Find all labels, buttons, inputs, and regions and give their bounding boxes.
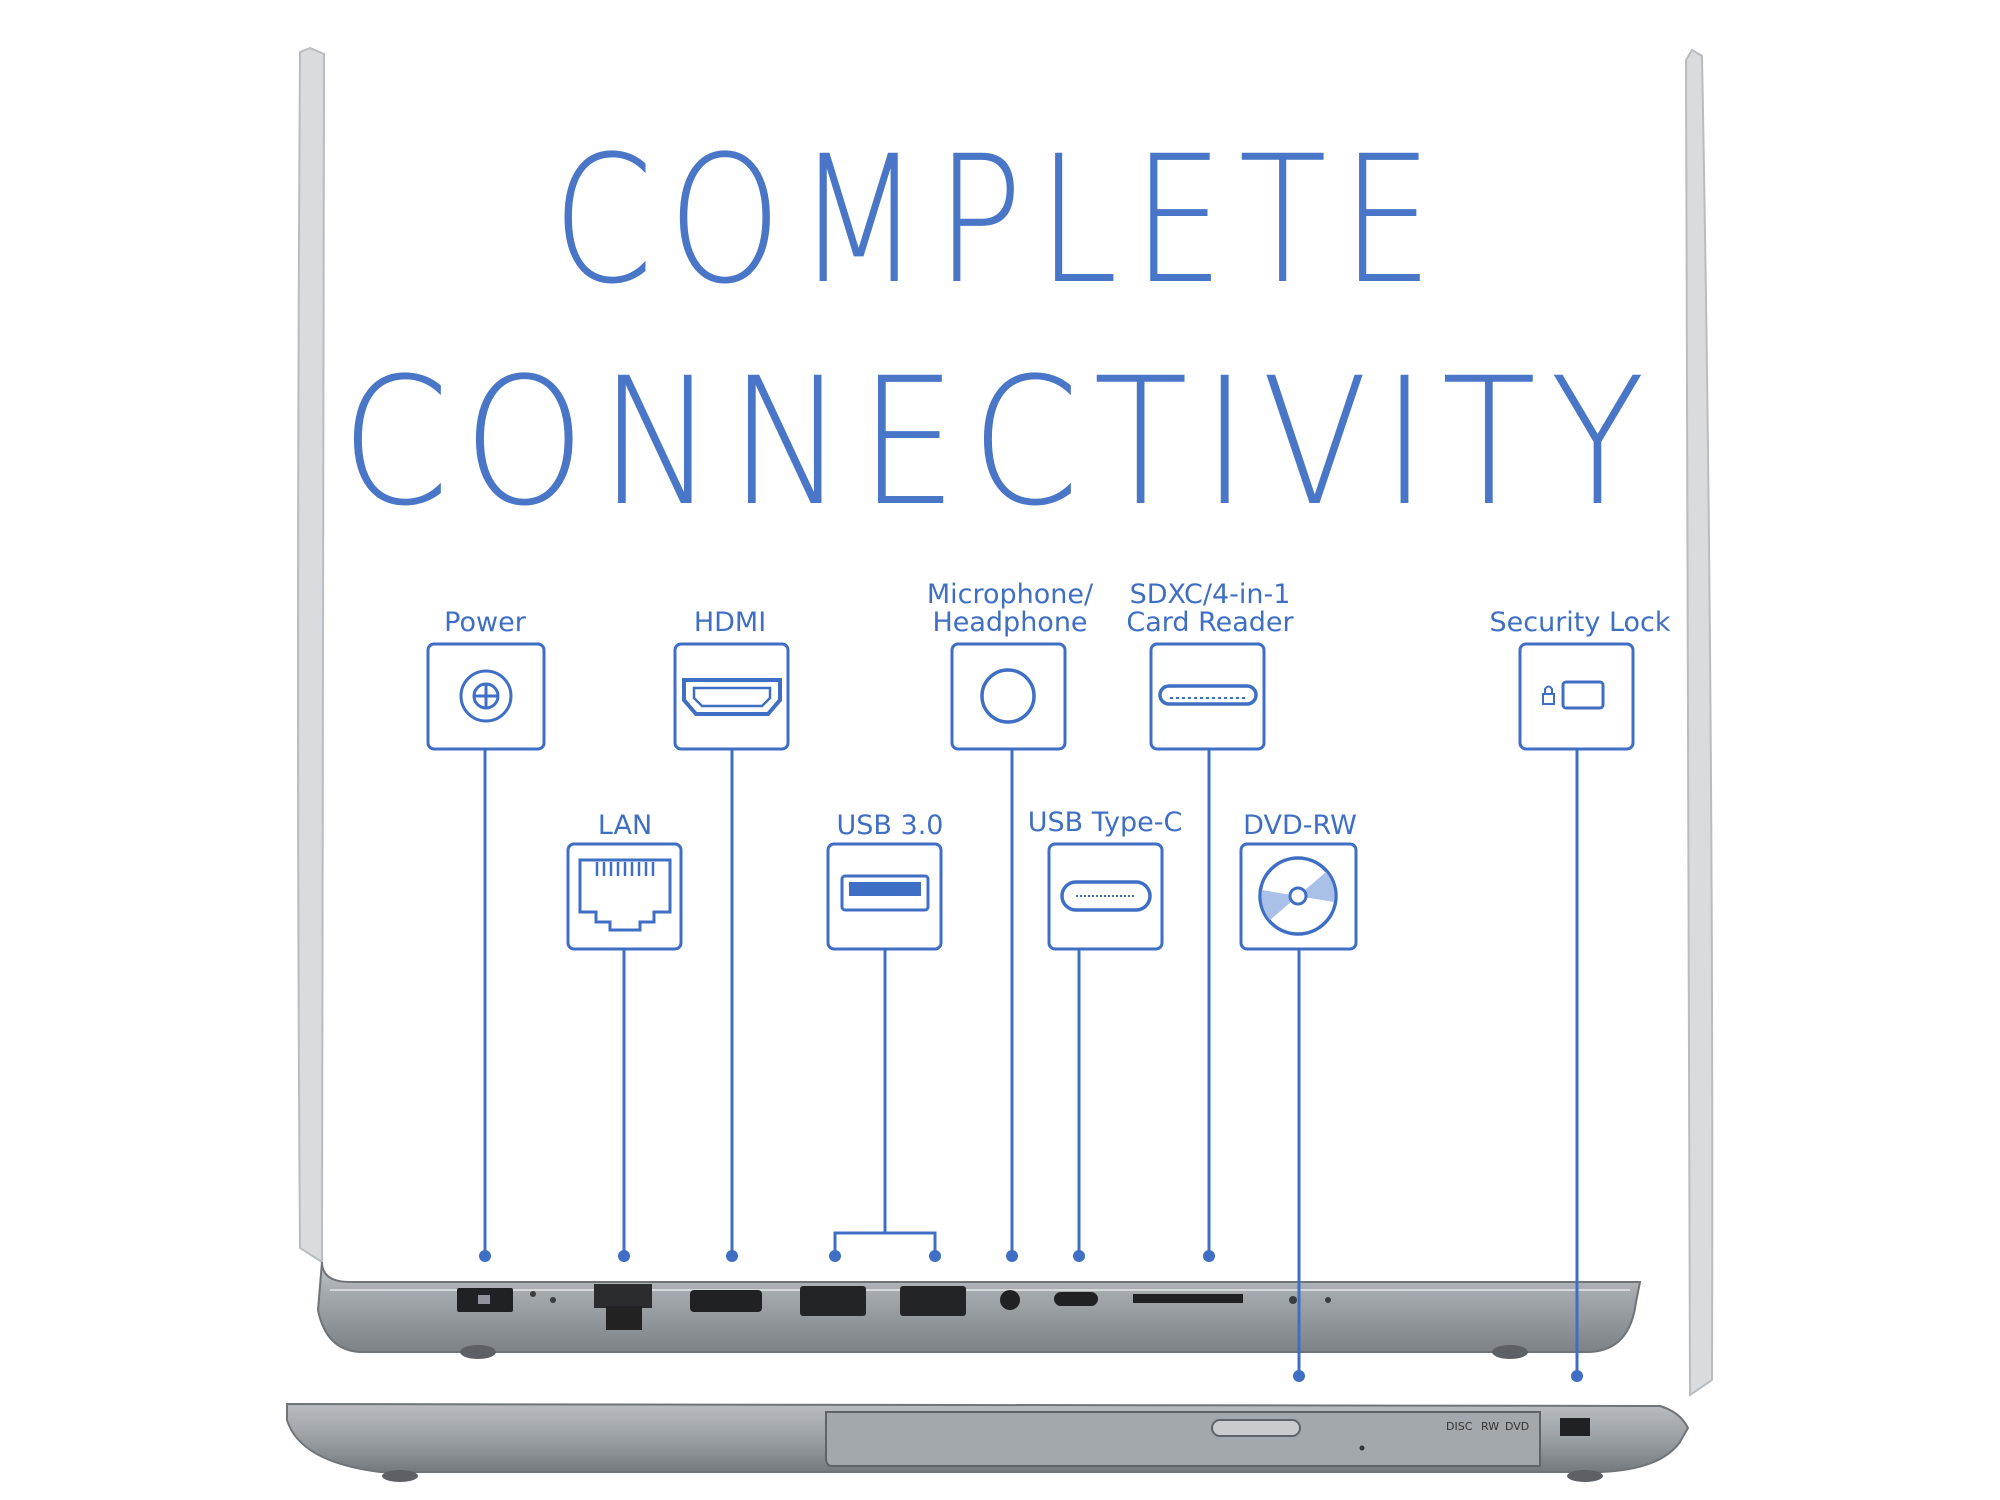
- label-audio: Microphone/ Headphone: [910, 581, 1110, 637]
- label-usb3: USB 3.0: [836, 810, 944, 841]
- security-lock-icon: [1518, 642, 1635, 751]
- label-card-reader-line-2: Card Reader: [1126, 607, 1294, 638]
- label-card-reader-line-1: SDXC/4-in-1: [1129, 579, 1291, 610]
- laptop-front-side: DISC RW DVD: [286, 1402, 1690, 1482]
- leader-lines: [483, 749, 1579, 1376]
- optical-disc-icon: [1239, 842, 1358, 951]
- label-audio-line-1: Microphone/: [926, 579, 1094, 610]
- label-hdmi: HDMI: [693, 607, 767, 638]
- label-security-lock: Security Lock: [1489, 607, 1671, 638]
- leader-usb3-fork: [833, 1231, 937, 1256]
- label-lan: LAN: [597, 810, 653, 841]
- ethernet-port-icon: [566, 842, 683, 951]
- label-audio-line-2: Headphone: [932, 607, 1088, 638]
- label-dvd: DVD-RW: [1243, 810, 1357, 841]
- audio-jack-icon: [950, 642, 1067, 751]
- label-power: Power: [444, 607, 526, 638]
- hdmi-port-icon: [673, 642, 790, 751]
- lid-left-edge: [297, 46, 326, 1264]
- laptop-left-side: [316, 1261, 1642, 1359]
- headline-line-1: COMPLETE: [552, 118, 1448, 323]
- leader-dots: [479, 1250, 1583, 1382]
- usb-a-port-icon: [826, 842, 943, 951]
- power-jack-icon: [426, 642, 546, 751]
- svg-text:RW: RW: [1481, 1420, 1499, 1433]
- lid-right-edge: [1684, 48, 1714, 1397]
- svg-text:DVD: DVD: [1505, 1420, 1529, 1433]
- label-usbc: USB Type-C: [1027, 807, 1183, 838]
- label-card-reader: SDXC/4-in-1 Card Reader: [1115, 581, 1305, 637]
- headline-line-2: CONNECTIVITY: [341, 340, 1659, 545]
- svg-text:DISC: DISC: [1446, 1420, 1473, 1433]
- usb-c-port-icon: [1047, 842, 1164, 951]
- card-reader-icon: [1149, 642, 1266, 751]
